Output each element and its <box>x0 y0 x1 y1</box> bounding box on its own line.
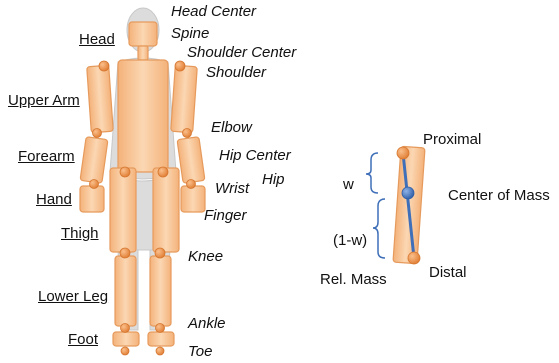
left-toe-joint <box>121 347 129 355</box>
trunk-segment <box>118 60 168 172</box>
hip-center-label: Hip Center <box>219 148 291 163</box>
head-segment <box>129 22 157 46</box>
right-foot-segment <box>148 332 174 346</box>
one-minus-w-brace <box>373 199 385 258</box>
shoulder-label: Shoulder <box>206 65 266 80</box>
one-minus-w-label: (1-w) <box>333 233 367 248</box>
proximal-joint <box>397 147 409 159</box>
distal-joint <box>408 252 420 264</box>
knee-label: Knee <box>188 249 223 264</box>
left-wrist-joint <box>90 180 99 189</box>
right-wrist-joint <box>187 180 196 189</box>
hand-label: Hand <box>36 192 72 207</box>
head-label: Head <box>79 32 115 47</box>
left-elbow-joint <box>93 129 102 138</box>
left-hip-joint <box>120 167 130 177</box>
neck-segment <box>138 46 148 60</box>
left-shoulder-joint <box>99 61 109 71</box>
left-thigh-segment <box>110 168 136 252</box>
right-knee-joint <box>155 248 165 258</box>
proximal-label: Proximal <box>423 132 481 147</box>
right-elbow-joint <box>183 129 192 138</box>
wrist-label: Wrist <box>215 181 249 196</box>
left-upper-arm-segment <box>87 65 114 132</box>
right-hand-segment <box>181 186 205 212</box>
right-forearm-segment <box>177 137 205 184</box>
w-brace <box>366 153 378 193</box>
right-toe-joint <box>156 347 164 355</box>
spine-label: Spine <box>171 26 209 41</box>
right-thigh-segment <box>153 168 179 252</box>
distal-label: Distal <box>429 265 467 280</box>
left-ankle-joint <box>121 324 130 333</box>
thigh-label: Thigh <box>61 226 99 241</box>
toe-label: Toe <box>188 344 212 359</box>
right-shoulder-joint <box>175 61 185 71</box>
rel-mass-label: Rel. Mass <box>320 272 387 287</box>
head-center-label: Head Center <box>171 4 256 19</box>
shoulder-center-label: Shoulder Center <box>187 45 296 60</box>
finger-label: Finger <box>204 208 247 223</box>
upper-arm-label: Upper Arm <box>8 93 80 108</box>
center-of-mass-label: Center of Mass <box>448 188 550 203</box>
right-lower-leg-segment <box>150 256 171 326</box>
ankle-label: Ankle <box>188 316 226 331</box>
left-forearm-segment <box>80 137 108 184</box>
hip-label: Hip <box>262 172 285 187</box>
segment-model <box>366 146 425 264</box>
center-of-mass-marker <box>402 187 414 199</box>
right-hip-joint <box>158 167 168 177</box>
left-lower-leg-segment <box>115 256 136 326</box>
right-upper-arm-segment <box>171 65 198 132</box>
left-hand-segment <box>80 186 104 212</box>
w-label: w <box>343 177 354 192</box>
foot-label: Foot <box>68 332 98 347</box>
lower-leg-label: Lower Leg <box>38 289 108 304</box>
left-foot-segment <box>113 332 139 346</box>
right-ankle-joint <box>156 324 165 333</box>
forearm-label: Forearm <box>18 149 75 164</box>
elbow-label: Elbow <box>211 120 252 135</box>
left-knee-joint <box>120 248 130 258</box>
